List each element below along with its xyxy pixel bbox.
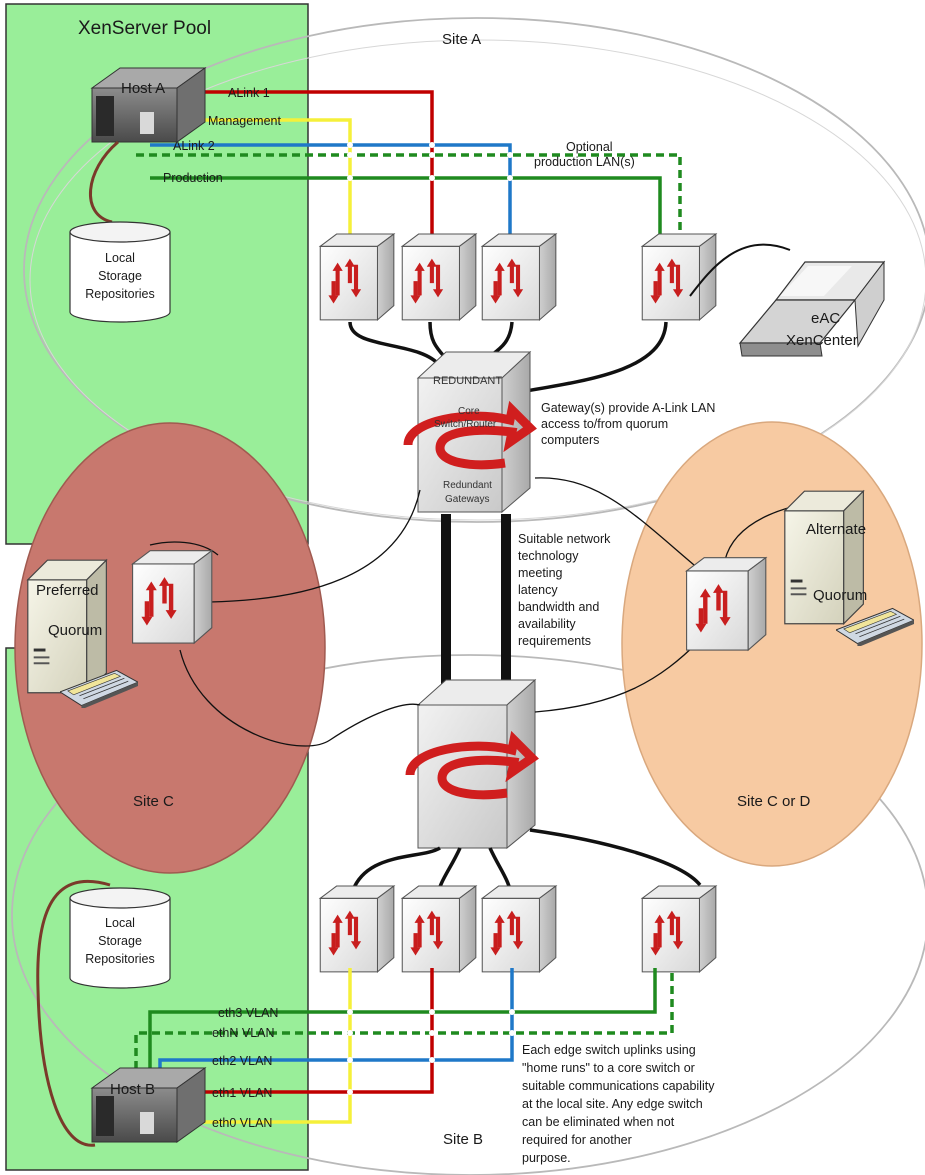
core-switch-b bbox=[405, 678, 539, 850]
host-b-label: Host B bbox=[110, 1081, 155, 1098]
site-c-region bbox=[14, 422, 326, 874]
svg-text:required for another: required for another bbox=[522, 1133, 632, 1147]
svg-text:requirements: requirements bbox=[518, 634, 591, 648]
svg-text:Gateway(s) provide A-Link LAN: Gateway(s) provide A-Link LAN bbox=[541, 401, 715, 415]
host-a-label: Host A bbox=[121, 80, 165, 97]
site-cd-label: Site C or D bbox=[737, 793, 811, 810]
storage-a-line2: Storage bbox=[98, 269, 142, 283]
svg-text:latency: latency bbox=[518, 583, 558, 597]
eth3-cable bbox=[148, 968, 657, 1082]
site-b-label: Site B bbox=[443, 1131, 483, 1148]
svg-text:availability: availability bbox=[518, 617, 576, 631]
host-b-server: Host B bbox=[90, 1067, 207, 1143]
svg-text:at the local site. Any edge sw: at the local site. Any edge switch bbox=[522, 1097, 703, 1111]
management-label: Management bbox=[208, 114, 281, 128]
storage-b-line3: Repositories bbox=[85, 952, 154, 966]
storage-a-line3: Repositories bbox=[85, 287, 154, 301]
site-a-edge-switch-3 bbox=[481, 233, 557, 321]
alink2-cable bbox=[150, 143, 512, 240]
svg-text:"home runs" to a core switch o: "home runs" to a core switch or bbox=[522, 1061, 695, 1075]
core-label-line2: Switch/Router bbox=[434, 419, 497, 430]
alink1-cable bbox=[148, 90, 434, 240]
svg-text:purpose.: purpose. bbox=[522, 1151, 571, 1165]
eth3-label: eth3 VLAN bbox=[218, 1006, 278, 1020]
site-b-boundary bbox=[11, 654, 925, 1175]
local-storage-a: Local Storage Repositories bbox=[69, 221, 171, 323]
storage-b-line1: Local bbox=[105, 916, 135, 930]
storage-a-line1: Local bbox=[105, 251, 135, 265]
svg-text:can be eliminated when not: can be eliminated when not bbox=[522, 1115, 675, 1129]
site-a-edge-switch-1 bbox=[319, 233, 395, 321]
ethn-label: ethN VLAN bbox=[212, 1026, 275, 1040]
gateway-label-line2: Gateways bbox=[445, 494, 489, 505]
alink2-label: ALink 2 bbox=[173, 139, 215, 153]
optional-label-line2: production LAN(s) bbox=[534, 155, 635, 169]
pool-title: XenServer Pool bbox=[78, 18, 211, 39]
production-cable bbox=[150, 176, 662, 240]
optional-label-line1: Optional bbox=[566, 140, 613, 154]
core-label-line1: Core bbox=[458, 406, 480, 417]
svg-text:computers: computers bbox=[541, 433, 599, 447]
xencenter-laptop: eAC XenCenter bbox=[738, 260, 886, 357]
xencenter-label-line2: XenCenter bbox=[786, 332, 858, 349]
site-a-boundary bbox=[23, 17, 925, 523]
preferred-label-line1: Preferred bbox=[36, 582, 99, 599]
alternate-label-line2: Quorum bbox=[813, 587, 867, 604]
optional-production-cable bbox=[136, 153, 682, 240]
gateway-note: Gateway(s) provide A-Link LAN access to/… bbox=[541, 401, 715, 447]
edge-switch-note: Each edge switch uplinks using "home run… bbox=[522, 1043, 715, 1165]
storage-b-line2: Storage bbox=[98, 934, 142, 948]
svg-text:Each edge switch uplinks using: Each edge switch uplinks using bbox=[522, 1043, 696, 1057]
core-switch-router-a: REDUNDANT Core Switch/Router Redundant G… bbox=[403, 350, 537, 514]
core-redundant-label: REDUNDANT bbox=[433, 375, 502, 387]
eth0-cable bbox=[175, 968, 352, 1124]
host-a-server: Host A bbox=[90, 67, 207, 143]
inter-site-trunks bbox=[441, 514, 511, 695]
gateway-label-line1: Redundant bbox=[443, 480, 492, 491]
site-cd-switch bbox=[686, 557, 767, 651]
svg-text:meeting: meeting bbox=[518, 566, 563, 580]
svg-text:Suitable network: Suitable network bbox=[518, 532, 611, 546]
xencenter-label-line1: eAC bbox=[811, 310, 840, 327]
site-b-edge-switch-1 bbox=[319, 885, 395, 973]
local-storage-b: Local Storage Repositories bbox=[69, 887, 171, 989]
site-b-edge-switch-2 bbox=[401, 885, 477, 973]
alternate-label-line1: Alternate bbox=[806, 521, 866, 538]
eth0-label: eth0 VLAN bbox=[212, 1116, 272, 1130]
site-b-edge-switch-4 bbox=[641, 885, 717, 973]
svg-text:suitable communications capabi: suitable communications capability bbox=[522, 1079, 715, 1093]
alink1-label: ALink 1 bbox=[228, 86, 270, 100]
site-c-label: Site C bbox=[133, 793, 174, 810]
site-b-edge-switch-3 bbox=[481, 885, 557, 973]
production-label: Production bbox=[163, 171, 223, 185]
site-a-links bbox=[136, 90, 682, 240]
svg-text:technology: technology bbox=[518, 549, 579, 563]
svg-text:access to/from quorum: access to/from quorum bbox=[541, 417, 668, 431]
eth2-label: eth2 VLAN bbox=[212, 1054, 272, 1068]
preferred-label-line2: Quorum bbox=[48, 622, 102, 639]
ethn-cable bbox=[134, 968, 674, 1082]
site-c-switch bbox=[132, 550, 213, 644]
site-a-label: Site A bbox=[442, 31, 481, 48]
eth1-label: eth1 VLAN bbox=[212, 1086, 272, 1100]
network-note: Suitable network technology meeting late… bbox=[518, 532, 611, 648]
management-cable bbox=[150, 118, 352, 240]
site-b-links bbox=[134, 968, 674, 1124]
site-a-edge-switch-2 bbox=[401, 233, 477, 321]
svg-text:bandwidth and: bandwidth and bbox=[518, 600, 599, 614]
